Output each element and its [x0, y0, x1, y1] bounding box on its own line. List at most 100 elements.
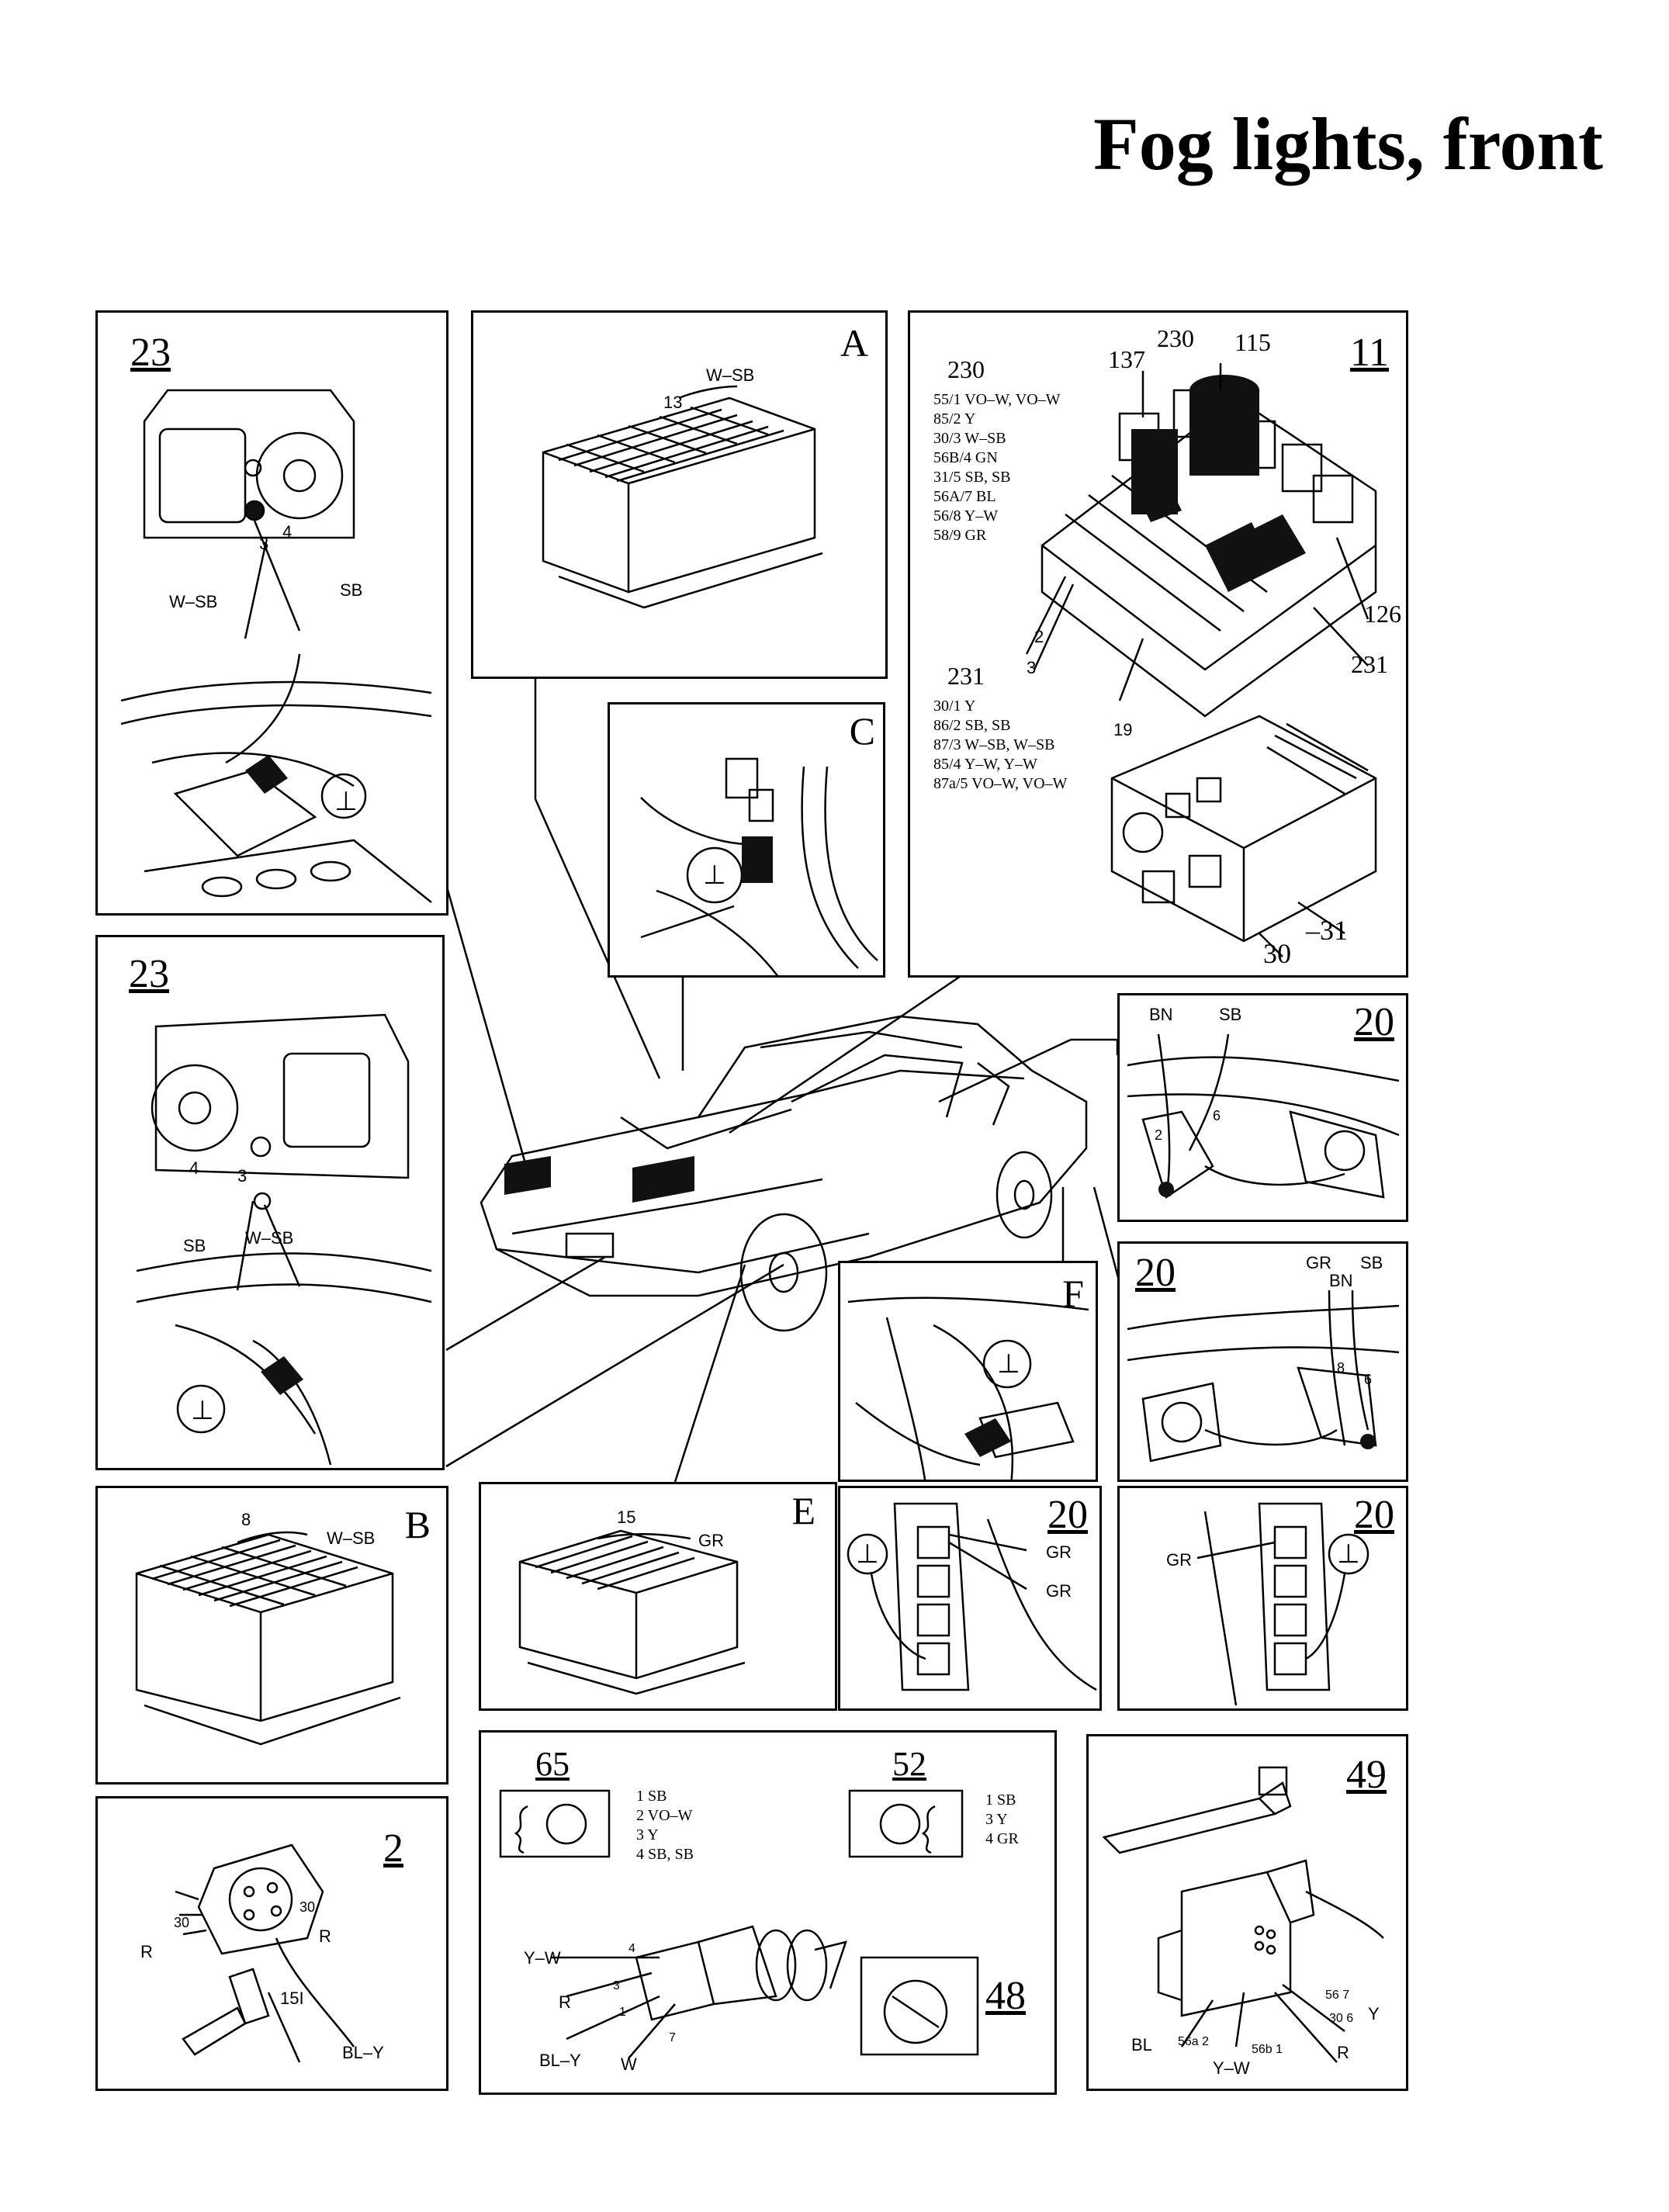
wire-label: R: [319, 1926, 331, 1946]
component-number-52: 52: [892, 1745, 926, 1783]
pin-label: 3: [237, 1166, 248, 1186]
component-number: 23: [130, 331, 171, 375]
callout-19: 19: [1113, 720, 1133, 739]
fuse-block-illustration: [518, 1529, 746, 1695]
panel-23-headlight-right: 23 4 3 SB W–SB ⊥: [95, 935, 445, 1470]
trunk-wiring-illustration: [1127, 1289, 1400, 1463]
panel-f-ground-point: F ⊥: [838, 1261, 1098, 1482]
page-title: Fog lights, front: [1093, 102, 1603, 185]
pin-label: 2: [1155, 1127, 1163, 1143]
pin-label: 4: [282, 522, 293, 542]
wire-label: W–SB: [706, 365, 755, 385]
ground-symbol: ⊥: [856, 1539, 879, 1569]
pin-label: 30: [300, 1899, 316, 1915]
pin-line: 85/4 Y–W, Y–W: [933, 756, 1037, 773]
wire-label: W–SB: [327, 1528, 376, 1548]
pin-line: 55/1 VO–W, VO–W: [933, 391, 1061, 408]
wire-label: GR: [1166, 1550, 1192, 1570]
component-number: 20: [1135, 1251, 1176, 1295]
callout-230: 230: [1157, 324, 1194, 352]
pin-label: 8: [241, 1510, 251, 1529]
callout-231: 231: [1351, 650, 1388, 678]
panel-c-ground-point: C ⊥: [608, 702, 885, 978]
pin-line: 56B/4 GN: [933, 449, 998, 466]
pin-label: 1: [619, 2006, 626, 2019]
pin-line: 4 SB, SB: [636, 1846, 694, 1863]
panel-b-fusebox: B 8 W–SB: [95, 1486, 448, 1784]
panel-20-rear-lamp-left: 20 ⊥ GR GR: [838, 1486, 1102, 1711]
wire-label: BL–Y: [539, 2051, 581, 2070]
pin-line: 85/2 Y: [933, 410, 976, 428]
panel-23-headlight-left: 23 3 4 W–SB SB ⊥: [95, 310, 448, 916]
panel-20-taillight-wiring-b: 20 GR BN SB 8 6: [1117, 1241, 1408, 1482]
relay-230-pin-list: 55/1 VO–W, VO–W 85/2 Y 30/3 W–SB 56B/4 G…: [933, 390, 1061, 545]
pin-label: 6: [1213, 1108, 1221, 1123]
wire-label: BN: [1329, 1271, 1353, 1290]
pin-line: 1 SB: [985, 1791, 1016, 1809]
wire-label: GR: [1046, 1581, 1072, 1601]
pin-line: 56/8 Y–W: [933, 507, 999, 524]
pin-label: 6: [1364, 1372, 1373, 1387]
pin-line: 31/5 SB, SB: [933, 469, 1011, 486]
wire-label: GR: [1046, 1542, 1072, 1562]
ground-point-illustration: [847, 1296, 1089, 1480]
pin-line: 87a/5 VO–W, VO–W: [933, 775, 1068, 792]
headlight-illustration: [120, 389, 432, 903]
panel-2-ignition-switch: 2 30 R 30 R 15I BL–Y: [95, 1796, 448, 2091]
pin-label: 3: [259, 534, 269, 553]
ground-point-illustration: [640, 757, 878, 975]
pin-label: 15I: [280, 1989, 304, 2008]
pin-line: 30/1 Y: [933, 698, 976, 715]
relay-231-pin-list: 30/1 Y 86/2 SB, SB 87/3 W–SB, W–SB 85/4 …: [933, 697, 1067, 794]
component-number-65: 65: [535, 1745, 570, 1783]
relay-231-label: 231: [947, 662, 985, 690]
fuse-block-illustration: [135, 1531, 401, 1746]
wire-label: R: [140, 1942, 153, 1961]
wire-label: BN: [1149, 1005, 1173, 1024]
pin-line: 86/2 SB, SB: [933, 717, 1011, 734]
pin-line: 30/3 W–SB: [933, 430, 1006, 447]
trunk-wiring-illustration: [1127, 1033, 1400, 1199]
pin-label: 15: [617, 1508, 636, 1527]
ignition-switch-illustration: [175, 1843, 355, 2063]
fuse-block-illustration: [542, 385, 823, 609]
callout-3: 3: [1027, 658, 1037, 677]
panel-letter: B: [404, 1503, 431, 1546]
wire-label: SB: [1219, 1005, 1242, 1024]
callout-115: 115: [1234, 328, 1271, 356]
panel-11-relay-box: 11 230 55/1 VO–W, VO–W 85/2 Y 30/3 W–SB …: [908, 310, 1408, 978]
pin-label: 4: [189, 1158, 199, 1178]
component-number: 20: [1354, 1493, 1394, 1537]
panel-letter: A: [840, 321, 868, 365]
pin-line: 2 VO–W: [636, 1807, 693, 1824]
pin-line: 87/3 W–SB, W–SB: [933, 736, 1055, 753]
pin-line: 56A/7 BL: [933, 488, 996, 505]
wire-label: R: [559, 1992, 571, 2012]
panel-20-taillight-wiring-a: 20 BN SB 2 6: [1117, 993, 1408, 1222]
pin-label: 30 6: [1329, 2012, 1354, 2025]
pin-label: 56 7: [1325, 1989, 1350, 2002]
wire-label: SB: [1360, 1253, 1383, 1272]
callout-2: 2: [1034, 627, 1044, 646]
light-switch-illustration: [1102, 1766, 1384, 2063]
car-illustration: [480, 1015, 1088, 1332]
panel-49-light-switch: 49 56 7 30 6 56a 2 56b 1 Y R BL Y–W: [1086, 1734, 1408, 2091]
switch-illustrations: [499, 1789, 979, 2059]
wire-label: W–SB: [245, 1228, 294, 1248]
rear-lamp-illustration: [1196, 1502, 1369, 1706]
wire-label: GR: [1306, 1253, 1331, 1272]
pin-label: 3: [613, 1979, 620, 1992]
callout-31: –31: [1306, 915, 1348, 946]
callout-30: 30: [1263, 938, 1291, 969]
pin-label: 4: [628, 1942, 635, 1955]
wire-label: BL: [1131, 2035, 1152, 2054]
wire-label: BL–Y: [342, 2043, 384, 2062]
ground-symbol: ⊥: [334, 787, 358, 816]
wire-label: Y–W: [524, 1948, 561, 1968]
pin-list-52: 1 SB 3 Y 4 GR: [985, 1791, 1019, 1849]
panel-a-fusebox: A W–SB 13: [471, 310, 888, 679]
panel-letter: E: [791, 1489, 815, 1532]
wire-label: SB: [340, 580, 363, 600]
pin-label: 56a 2: [1178, 2035, 1210, 2048]
component-number-48: 48: [985, 1974, 1026, 2018]
